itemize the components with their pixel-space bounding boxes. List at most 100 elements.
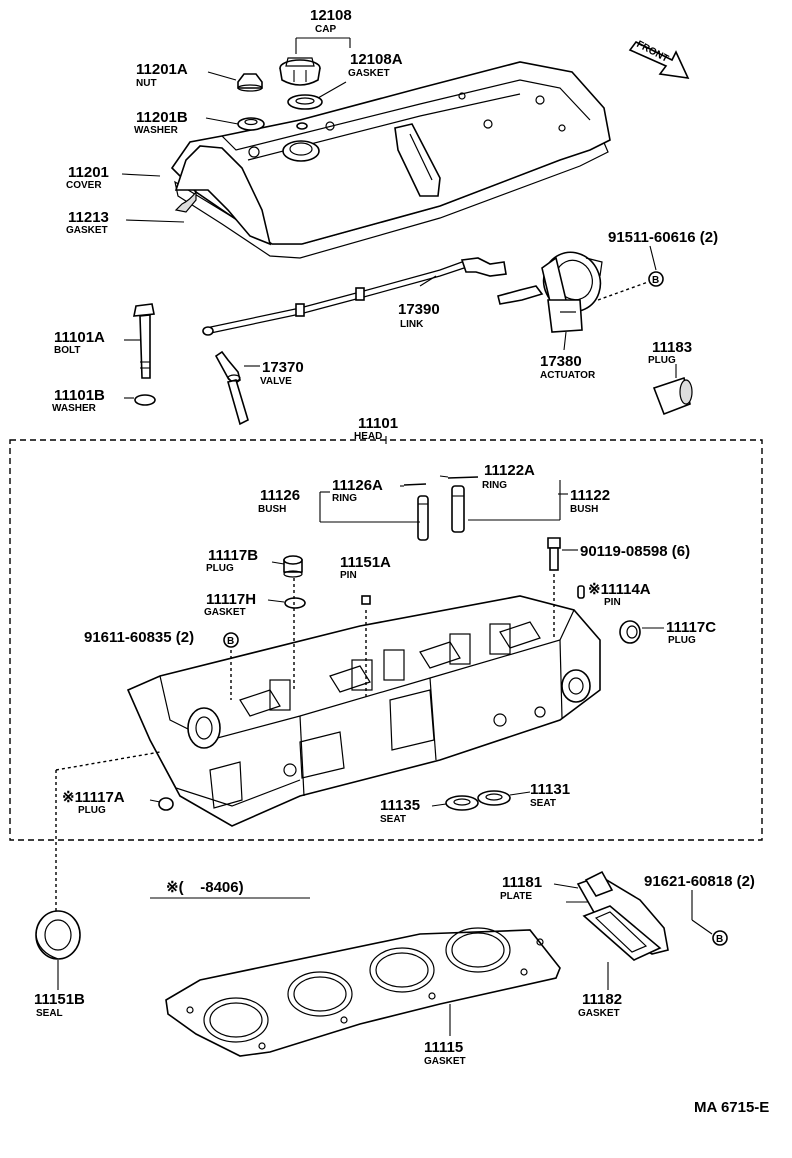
svg-text:17390: 17390 [398, 301, 440, 318]
label-11101b: 11101B WASHER [52, 387, 105, 414]
svg-text:11126A: 11126A [332, 477, 383, 494]
svg-text:VALVE: VALVE [260, 376, 292, 387]
circle-b-icon: B [648, 271, 664, 287]
svg-text:PIN: PIN [604, 597, 621, 608]
svg-text:PIN: PIN [340, 570, 357, 581]
svg-text:WASHER: WASHER [52, 403, 97, 414]
label-11115: 11115 GASKET [424, 1039, 466, 1067]
part-name: CAP [315, 24, 336, 35]
label-11151a: 11151A PIN [340, 554, 391, 581]
svg-text:11117C: 11117C [666, 619, 716, 636]
label-11117a: ※11117A PLUG [62, 789, 125, 816]
svg-text:11101A: 11101A [54, 329, 105, 346]
plate-gasket-drawing [582, 905, 662, 961]
svg-text:11122: 11122 [570, 487, 610, 504]
cup-plug-drawing [652, 376, 693, 416]
svg-text:11151A: 11151A [340, 554, 391, 571]
label-11117b: 11117B PLUG [206, 547, 258, 574]
label-11101a: 11101A BOLT [54, 329, 105, 356]
svg-text:B: B [716, 934, 723, 945]
label-11126a: 11126A RING [332, 477, 383, 504]
cover-nut-drawing [237, 73, 263, 92]
label-12108a: 12108A GASKET [348, 51, 403, 79]
svg-text:ACTUATOR: ACTUATOR [540, 370, 596, 381]
label-11181: 11181 PLATE [500, 874, 542, 902]
svg-text:B: B [652, 275, 659, 286]
svg-text:90119-08598 (6): 90119-08598 (6) [580, 543, 690, 560]
align-line [597, 281, 649, 301]
svg-text:PLUG: PLUG [668, 635, 696, 646]
label-11117h: 11117H GASKET [204, 591, 256, 618]
svg-text:11131: 11131 [530, 781, 570, 798]
svg-text:11122A: 11122A [484, 462, 535, 479]
diagram-code: MA 6715-E [694, 1099, 769, 1116]
label-11117c: 11117C PLUG [666, 619, 716, 646]
svg-text:PLATE: PLATE [500, 891, 532, 902]
label-11135: 11135 SEAT [380, 797, 420, 825]
label-11122a: 11122A RING [482, 462, 535, 491]
circle-b-icon: B [712, 930, 728, 946]
label-11101: 11101 HEAD [354, 415, 398, 442]
gasket-11117h-drawing [284, 597, 306, 609]
svg-text:B: B [227, 636, 234, 647]
label-11201a: 11201A NUT [136, 61, 188, 89]
label-11183: 11183 PLUG [648, 339, 692, 366]
svg-text:11101: 11101 [358, 415, 398, 432]
ring-11122a-drawing [447, 476, 479, 479]
svg-text:GASKET: GASKET [66, 225, 108, 236]
pin-11114a-drawing [577, 585, 585, 599]
svg-text:RING: RING [332, 493, 357, 504]
ring-11126a-drawing [403, 483, 427, 486]
svg-text:※11114A: ※11114A [588, 581, 651, 598]
front-arrow-icon: FRONT [628, 39, 690, 79]
svg-text:11183: 11183 [652, 339, 692, 356]
svg-text:COVER: COVER [66, 180, 102, 191]
production-note: ※( -8406) [166, 879, 244, 896]
svg-text:17380: 17380 [540, 353, 582, 370]
label-91511: 91511-60616 (2) [608, 229, 718, 246]
svg-text:11117B: 11117B [208, 547, 258, 564]
head-gasket-drawing [165, 927, 561, 1057]
svg-text:11135: 11135 [380, 797, 420, 814]
cylinder-head-cover-drawing [170, 61, 611, 259]
svg-text:SEAT: SEAT [380, 814, 406, 825]
label-11122: 11122 BUSH [570, 487, 610, 515]
svg-text:GASKET: GASKET [578, 1008, 620, 1019]
label-11182: 11182 GASKET [578, 991, 622, 1019]
plug-11117c-drawing [619, 620, 641, 644]
svg-text:91611-60835 (2): 91611-60835 (2) [84, 629, 194, 646]
cylinder-head-drawing [126, 595, 601, 827]
svg-text:NUT: NUT [136, 78, 157, 89]
svg-text:PLUG: PLUG [206, 563, 234, 574]
link-rod-drawing [202, 257, 507, 336]
label-17370: 17370 VALVE [260, 359, 304, 387]
svg-text:BUSH: BUSH [258, 504, 286, 515]
svg-text:PLUG: PLUG [648, 355, 676, 366]
svg-text:PLUG: PLUG [78, 805, 106, 816]
label-11114a: ※11114A PIN [588, 581, 651, 608]
head-bolt-washer-drawing [134, 394, 156, 406]
svg-text:11182: 11182 [582, 991, 622, 1008]
svg-text:11201: 11201 [68, 164, 109, 181]
svg-text:GASKET: GASKET [424, 1056, 466, 1067]
align-line [55, 751, 161, 771]
oil-filler-cap-drawing [279, 57, 321, 86]
label-11151b: 11151B SEAL [34, 991, 85, 1019]
svg-text:※11117A: ※11117A [62, 789, 125, 806]
label-11201: 11201 COVER [66, 164, 109, 191]
svg-text:BUSH: BUSH [570, 504, 598, 515]
plug-11117a-drawing [158, 797, 174, 811]
actuator-drawing [497, 251, 603, 333]
cover-washer-drawing [237, 117, 265, 131]
label-11131: 11131 SEAT [530, 781, 570, 809]
label-90119: 90119-08598 (6) [580, 543, 690, 560]
svg-text:SEAL: SEAL [36, 1008, 63, 1019]
leader-lines [57, 37, 713, 1036]
svg-text:※( -8406): ※( -8406) [166, 879, 244, 896]
label-17380: 17380 ACTUATOR [540, 353, 596, 381]
bush-11126-drawing [417, 495, 429, 541]
svg-text:HEAD: HEAD [354, 431, 382, 442]
circle-b-icon: B [223, 632, 239, 648]
svg-text:17370: 17370 [262, 359, 304, 376]
svg-text:11151B: 11151B [34, 991, 85, 1008]
